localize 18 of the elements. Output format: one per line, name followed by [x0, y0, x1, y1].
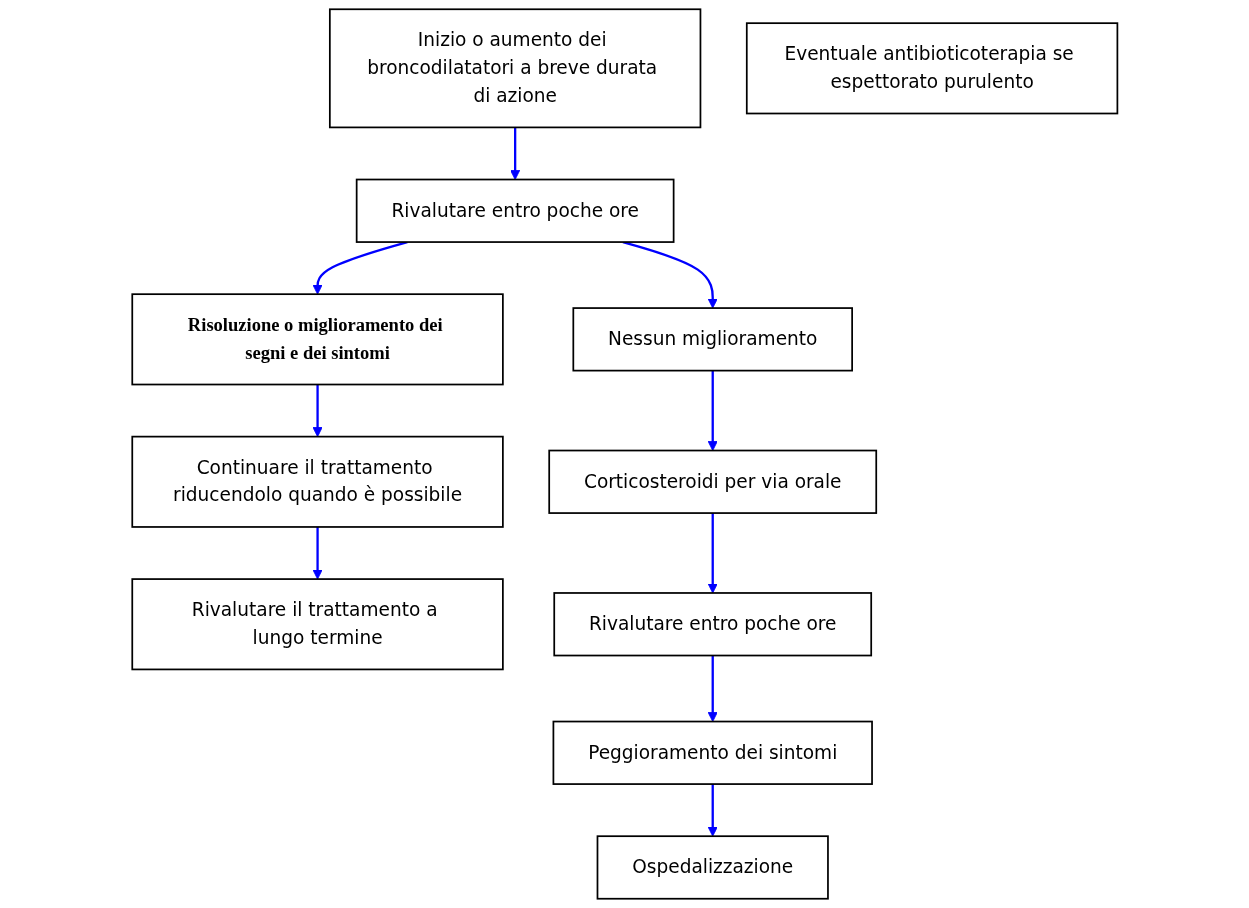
node-box: Continuare il trattamento riducendolo quando è possibile [131, 435, 504, 528]
node-box: Ospedalizzazione [596, 835, 829, 900]
node-box: Risoluzione o miglioramento dei segni e dei sintomi [131, 293, 504, 386]
node-box: Rivalutare entro poche ore [553, 592, 872, 657]
node-box: Eventuale antibioticoterapia se espettorato purulento [745, 22, 1118, 115]
arrow [312, 384, 323, 438]
node-box: Rivalutare entro poche ore [355, 178, 675, 243]
arrow [312, 526, 323, 580]
arrow [707, 655, 718, 722]
node-box: Rivalutare il trattamento a lungo termine [131, 578, 504, 671]
arrow [707, 513, 718, 594]
node-box: Inizio o aumento dei broncodilatatori a breve durata di azione [328, 8, 701, 129]
node-box: Corticosteroidi per via orale [548, 449, 877, 514]
arrow [707, 370, 718, 451]
arrow [509, 127, 520, 180]
node-box: Nessun miglioramento [572, 307, 853, 372]
arrow [707, 784, 718, 837]
node-box: Peggioramento dei sintomi [552, 720, 873, 785]
